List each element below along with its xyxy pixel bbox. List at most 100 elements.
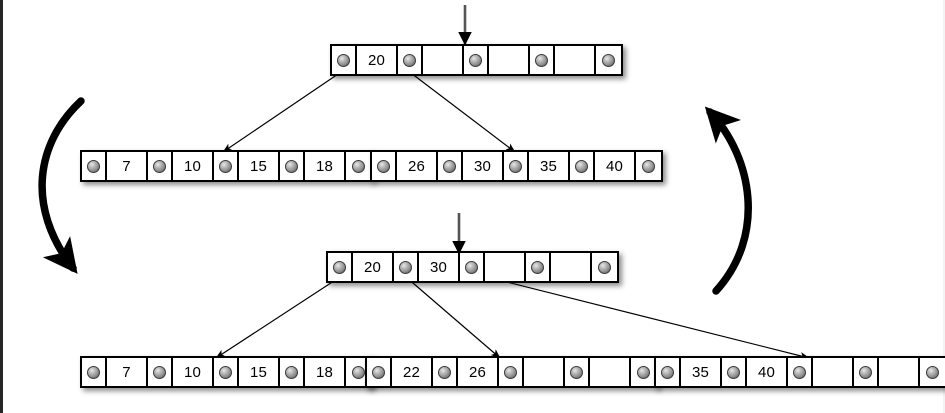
- pointer-cell[interactable]: [372, 152, 397, 180]
- pointer-cell[interactable]: [592, 253, 617, 281]
- pointer-cell[interactable]: [636, 152, 661, 180]
- key-cell[interactable]: [524, 358, 565, 386]
- pointer-cell[interactable]: [367, 358, 392, 386]
- key-cell[interactable]: [551, 253, 592, 281]
- pointer-cell[interactable]: [596, 46, 621, 74]
- key-cell[interactable]: [813, 358, 854, 386]
- pointer-cell[interactable]: [499, 358, 524, 386]
- pointer-line-root-before-left: [222, 69, 345, 153]
- pointer-dot-icon: [285, 365, 298, 379]
- pointer-dot-icon: [859, 365, 872, 379]
- key-cell[interactable]: 7: [107, 358, 148, 386]
- pointer-dot-icon: [403, 53, 416, 67]
- pointer-cell[interactable]: [631, 358, 656, 386]
- pointer-dot-icon: [570, 365, 583, 379]
- pointer-dot-icon: [793, 365, 806, 379]
- pointer-cell[interactable]: [148, 152, 173, 180]
- key-cell[interactable]: [489, 46, 530, 74]
- pointer-cell[interactable]: [82, 152, 107, 180]
- pointer-cell[interactable]: [460, 253, 485, 281]
- key-cell[interactable]: [423, 46, 464, 74]
- pointer-cell[interactable]: [504, 152, 529, 180]
- pointer-cell[interactable]: [656, 358, 681, 386]
- key-cell[interactable]: [879, 358, 920, 386]
- pointer-cell[interactable]: [433, 358, 458, 386]
- key-cell[interactable]: 18: [305, 152, 346, 180]
- pointer-cell[interactable]: [214, 358, 239, 386]
- leaf-node-after-middle[interactable]: 22 26: [365, 356, 658, 388]
- root-node-before[interactable]: 20: [330, 44, 623, 76]
- leaf-node-after-left[interactable]: 7 10 15 18: [80, 356, 373, 388]
- pointer-dot-icon: [285, 159, 298, 173]
- pointer-cell[interactable]: [722, 358, 747, 386]
- key-cell[interactable]: 40: [747, 358, 788, 386]
- key-cell[interactable]: 7: [107, 152, 148, 180]
- key-cell[interactable]: 35: [529, 152, 570, 180]
- key-cell[interactable]: 10: [173, 358, 214, 386]
- key-cell[interactable]: 10: [173, 152, 214, 180]
- pointer-cell[interactable]: [214, 152, 239, 180]
- pointer-dot-icon: [465, 260, 478, 274]
- pointer-dot-icon: [352, 159, 365, 173]
- root-node-after[interactable]: 20 30: [326, 251, 619, 283]
- pointer-cell[interactable]: [570, 152, 595, 180]
- key-cell[interactable]: 22: [392, 358, 433, 386]
- pointer-line-root-after-right: [466, 271, 810, 360]
- pointer-dot-icon: [535, 53, 548, 67]
- pointer-dot-icon: [87, 365, 100, 379]
- key-cell[interactable]: 40: [595, 152, 636, 180]
- pointer-cell[interactable]: [920, 358, 945, 386]
- pointer-dot-icon: [372, 365, 385, 379]
- pointer-dot-icon: [219, 159, 232, 173]
- key-cell[interactable]: [555, 46, 596, 74]
- pointer-line-root-after-middle: [405, 276, 501, 359]
- key-cell[interactable]: 15: [239, 358, 280, 386]
- pointer-cell[interactable]: [280, 358, 305, 386]
- key-cell[interactable]: 30: [463, 152, 504, 180]
- leaf-node-after-right[interactable]: 35 40: [654, 356, 945, 388]
- pointer-dot-icon: [352, 365, 365, 379]
- leaf-node-before-right[interactable]: 26 30 35 40: [370, 150, 663, 182]
- pointer-dot-icon: [377, 159, 390, 173]
- pointer-cell[interactable]: [530, 46, 555, 74]
- pointer-cell[interactable]: [464, 46, 489, 74]
- pointer-dot-icon: [337, 53, 350, 67]
- pointer-cell[interactable]: [280, 152, 305, 180]
- pointer-cell[interactable]: [788, 358, 813, 386]
- pointer-cell[interactable]: [394, 253, 419, 281]
- pointer-cell[interactable]: [438, 152, 463, 180]
- pointer-dot-icon: [443, 159, 456, 173]
- pointer-dot-icon: [509, 159, 522, 173]
- pointer-cell[interactable]: [526, 253, 551, 281]
- flow-arrow-right: [704, 106, 752, 295]
- pointer-cell[interactable]: [346, 152, 371, 180]
- pointer-cell[interactable]: [565, 358, 590, 386]
- pointer-line-root-after-left: [215, 276, 341, 359]
- key-cell[interactable]: 26: [458, 358, 499, 386]
- pointer-dot-icon: [219, 365, 232, 379]
- key-cell[interactable]: 20: [353, 253, 394, 281]
- pointer-dot-icon: [469, 53, 482, 67]
- pointer-dot-icon: [575, 159, 588, 173]
- key-cell[interactable]: 15: [239, 152, 280, 180]
- pointer-dot-icon: [598, 260, 611, 274]
- pointer-dot-icon: [153, 365, 166, 379]
- key-cell[interactable]: 30: [419, 253, 460, 281]
- pointer-cell[interactable]: [328, 253, 353, 281]
- key-cell[interactable]: 26: [397, 152, 438, 180]
- pointer-cell[interactable]: [332, 46, 357, 74]
- pointer-cell[interactable]: [398, 46, 423, 74]
- key-cell[interactable]: 20: [357, 46, 398, 74]
- leaf-node-before-left[interactable]: 7 10 15 18: [80, 150, 373, 182]
- key-cell[interactable]: [590, 358, 631, 386]
- key-cell[interactable]: 18: [305, 358, 346, 386]
- pointer-cell[interactable]: [82, 358, 107, 386]
- pointer-cell[interactable]: [854, 358, 879, 386]
- key-cell[interactable]: 35: [681, 358, 722, 386]
- flow-arrow-left: [38, 97, 85, 274]
- pointer-dot-icon: [153, 159, 166, 173]
- pointer-cell[interactable]: [148, 358, 173, 386]
- key-cell[interactable]: [485, 253, 526, 281]
- pointer-cell[interactable]: [346, 358, 371, 386]
